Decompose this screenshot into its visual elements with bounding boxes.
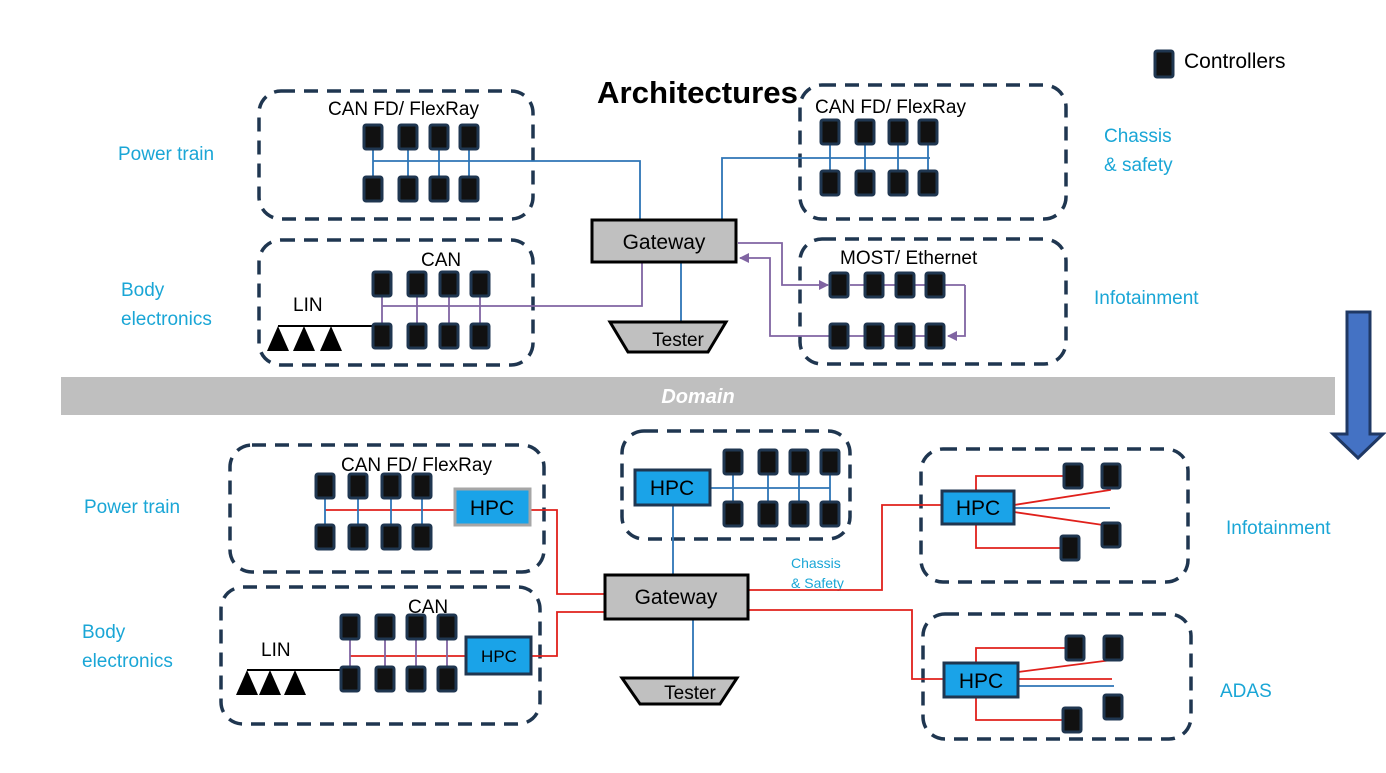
bottom-infotainment-box (919, 447, 1190, 584)
svg-text:HPC: HPC (481, 647, 517, 666)
top-bus-infotainment: MOST/ Ethernet (840, 248, 978, 269)
top-label-power-train: Power train (118, 144, 214, 165)
bottom-hpc-infotainment: HPC (940, 489, 1016, 526)
bottom-hpc-body: HPC (464, 635, 533, 676)
top-lin-bus (267, 325, 382, 351)
bottom-hpc-powertrain: HPC (453, 487, 532, 527)
top-label-body-2: electronics (121, 309, 212, 330)
bottom-bus-body-can: CAN (408, 597, 448, 618)
bottom-powertrain-box (228, 443, 546, 574)
bottom-hpc-adas: HPC (942, 661, 1020, 699)
legend: Controllers (1153, 49, 1286, 79)
bottom-tester-label: Tester (664, 683, 716, 704)
bottom-lin-bus (236, 669, 350, 695)
bottom-bus-powertrain: CAN FD/ FlexRay (341, 455, 492, 476)
bottom-hpc-chassis: HPC (633, 468, 712, 507)
bottom-label-adas: ADAS (1220, 681, 1272, 702)
svg-text:HPC: HPC (470, 497, 514, 520)
bottom-adas-box (921, 612, 1193, 741)
bottom-label-power-train: Power train (84, 497, 180, 518)
bottom-gateway-label: Gateway (635, 586, 718, 609)
bottom-chassis-box (620, 429, 852, 541)
top-tester-label: Tester (652, 330, 704, 351)
top-tester-shape (607, 320, 729, 354)
bottom-label-chassis-1: Chassis (791, 555, 841, 571)
top-powertrain-box (257, 89, 535, 221)
top-label-infotainment: Infotainment (1094, 288, 1199, 309)
bottom-blue-links (692, 507, 1114, 687)
domain-divider-label: Domain (661, 386, 734, 408)
svg-text:HPC: HPC (959, 670, 1003, 693)
top-bus-body-lin: LIN (293, 295, 323, 316)
top-bus-chassis: CAN FD/ FlexRay (815, 97, 966, 118)
bottom-label-chassis-2: & Safety (791, 575, 844, 591)
domain-divider (61, 377, 1335, 415)
top-label-chassis-1: Chassis (1104, 126, 1172, 147)
bottom-controllers (314, 448, 1124, 734)
svg-text:HPC: HPC (650, 477, 694, 500)
top-label-body-1: Body (121, 280, 165, 301)
svg-text:HPC: HPC (956, 497, 1000, 520)
top-infotainment-box (798, 237, 1068, 366)
top-body-box (257, 238, 535, 367)
top-chassis-box (798, 83, 1068, 221)
bottom-label-body-2: electronics (82, 651, 173, 672)
bottom-bus-body-lin: LIN (261, 640, 291, 661)
bottom-label-infotainment: Infotainment (1226, 518, 1331, 539)
top-gateway-label: Gateway (623, 231, 706, 254)
top-controllers (362, 118, 946, 350)
legend-label: Controllers (1184, 50, 1286, 73)
controller-legend-icon (1153, 49, 1175, 79)
bottom-gateway-box (603, 573, 750, 621)
bottom-tester-shape (619, 676, 740, 706)
top-bus-powertrain: CAN FD/ FlexRay (328, 99, 479, 120)
top-gateway-box (590, 218, 738, 264)
evolution-down-arrow (1329, 310, 1386, 461)
diagram-title: Architectures (597, 75, 798, 110)
bottom-label-body-1: Body (82, 622, 126, 643)
top-label-chassis-2: & safety (1104, 155, 1173, 176)
top-bus-body-can: CAN (421, 250, 461, 271)
